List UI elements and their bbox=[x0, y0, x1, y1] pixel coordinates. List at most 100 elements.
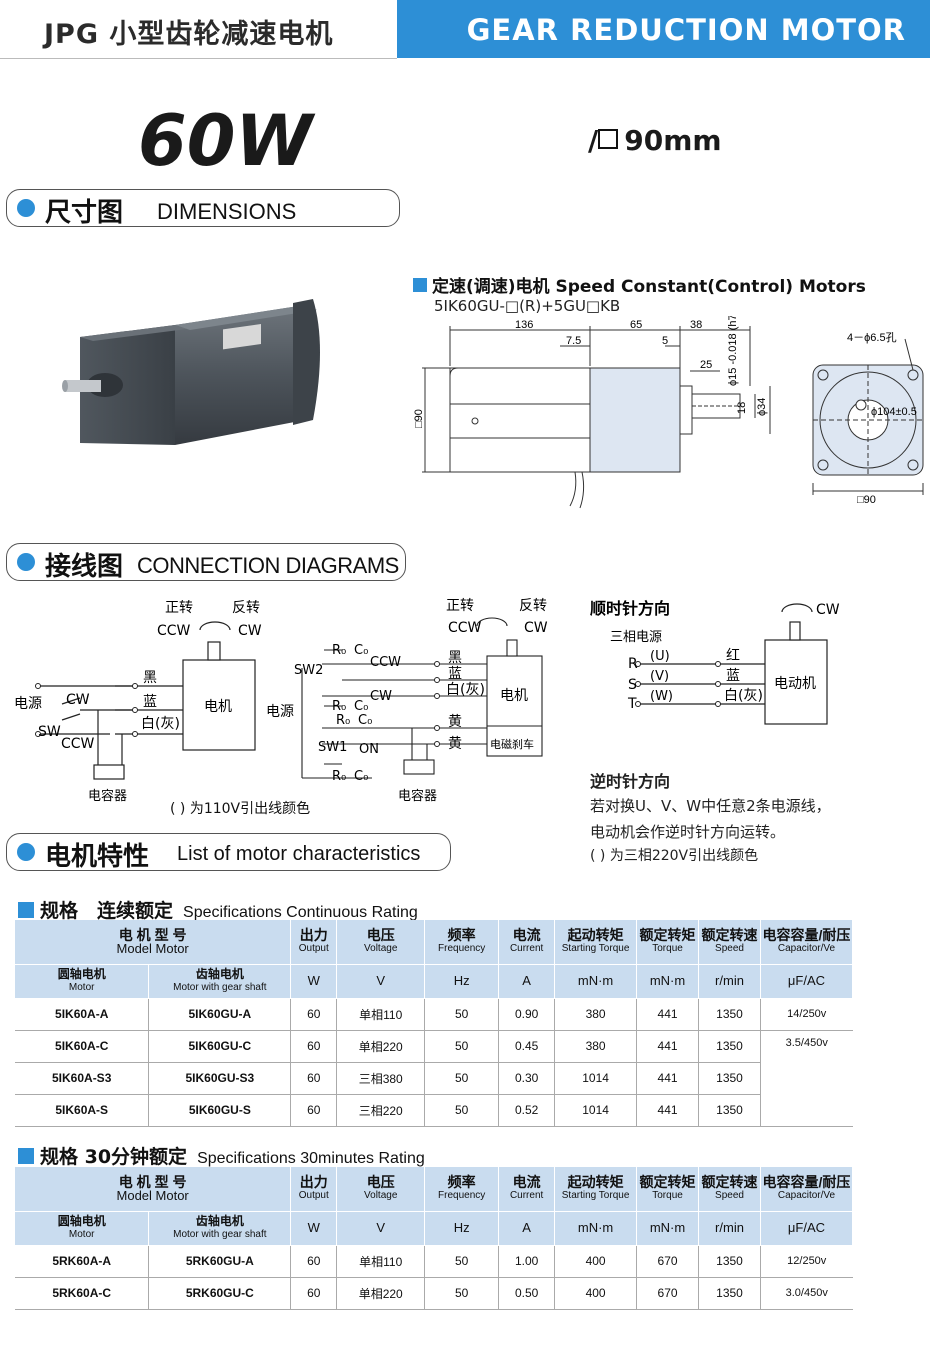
label-capacitor: 电容器 bbox=[398, 788, 437, 804]
cell-round-model: 5RK60A-C bbox=[15, 1277, 150, 1310]
th-round-shaft-zh: 圆轴电机 bbox=[57, 1214, 106, 1228]
wiring-diagram-three-phase: 顺时针方向 CW 三相电源 R S T (U) (V) (W) 红 蓝 白(灰)… bbox=[590, 599, 840, 725]
label-forward: 正转 bbox=[165, 600, 193, 616]
label-blue: 蓝 bbox=[143, 694, 157, 710]
cell-starting-torque: 400 bbox=[554, 1277, 638, 1310]
th-current-zh: 电流 bbox=[512, 1173, 541, 1190]
th-model-en: Model Motor bbox=[116, 1187, 189, 1203]
cell-rated-torque: 670 bbox=[636, 1245, 700, 1278]
label-ccw: CCW bbox=[448, 620, 482, 636]
cell-capacitor: 3.5/450v bbox=[785, 1036, 828, 1049]
th-output-en: Output bbox=[298, 1189, 329, 1201]
label-cw-switch: CW bbox=[66, 692, 90, 708]
th-gear-shaft-zh: 齿轴电机 bbox=[195, 1214, 244, 1228]
label-u: (U) bbox=[650, 649, 670, 664]
dim-18: 18 bbox=[736, 402, 748, 414]
label-s: S bbox=[628, 677, 637, 693]
cell-current: 0.30 bbox=[498, 1062, 556, 1095]
label-three-phase: 三相电源 bbox=[610, 630, 662, 645]
label-blue: 蓝 bbox=[726, 668, 740, 684]
cell-round-model: 5IK60A-C bbox=[15, 1030, 150, 1063]
label-w: (W) bbox=[650, 689, 673, 704]
square-icon bbox=[598, 129, 619, 149]
th-capacitor-zh: 电容容量/耐压 bbox=[762, 1173, 851, 1190]
power-rating: 60W bbox=[138, 100, 313, 182]
cell-starting-torque: 380 bbox=[554, 1030, 638, 1063]
dim-38: 38 bbox=[690, 319, 702, 331]
cell-gear-model: 5RK60GU-A bbox=[148, 1245, 292, 1278]
cell-rated-torque: 441 bbox=[636, 998, 700, 1031]
cell-frequency: 50 bbox=[424, 1094, 500, 1127]
table-title-zh: 规格 连续额定 bbox=[40, 900, 174, 922]
label-white-gray: 白(灰) bbox=[446, 682, 485, 698]
cell-rated-torque: 441 bbox=[636, 1094, 700, 1127]
label-r: R bbox=[628, 656, 638, 672]
cell-starting-torque: 1014 bbox=[554, 1062, 638, 1095]
th-output-en: Output bbox=[298, 942, 329, 954]
cell-voltage: 三相220 bbox=[336, 1094, 426, 1127]
cell-rated-speed: 1350 bbox=[698, 998, 761, 1031]
label-sw1: SW1 bbox=[318, 740, 347, 755]
th-rated-speed-en: Speed bbox=[715, 1189, 744, 1201]
label-cw: CW bbox=[238, 623, 262, 639]
label-black: 黑 bbox=[143, 670, 157, 686]
label-c0-b: C₀ bbox=[354, 699, 368, 714]
cell-frequency: 50 bbox=[424, 1030, 500, 1063]
cell-capacitor: 12/250v bbox=[760, 1245, 853, 1278]
th-model-en: Model Motor bbox=[116, 940, 189, 956]
table-row: 5RK60A-C 5RK60GU-C 60 单相220 50 0.50 400 … bbox=[15, 1277, 853, 1310]
dim-25: 25 bbox=[700, 359, 712, 371]
model-code: 5IK60GU-□(R)+5GU□KB bbox=[434, 297, 621, 315]
drawing-title-en: Speed Constant(Control) Motors bbox=[555, 277, 866, 297]
label-cw-direction: 顺时针方向 bbox=[590, 599, 670, 618]
th-starting-torque-en: Starting Torque bbox=[561, 942, 630, 954]
th-unit-current: A bbox=[498, 964, 556, 999]
label-reverse: 反转 bbox=[519, 598, 547, 614]
th-round-shaft-en: Motor bbox=[68, 1229, 95, 1240]
section-dimensions: 尺寸图 DIMENSIONS bbox=[6, 189, 400, 228]
cell-gear-model: 5IK60GU-S bbox=[148, 1094, 292, 1127]
dim-90-side: □90 bbox=[413, 409, 425, 428]
label-v: (V) bbox=[650, 669, 669, 684]
label-c0-c: C₀ bbox=[358, 713, 372, 728]
cell-capacitor bbox=[760, 1062, 852, 1094]
cell-rated-speed: 1350 bbox=[698, 1030, 761, 1063]
cell-current: 0.50 bbox=[498, 1277, 556, 1310]
th-rated-torque-en: Torque bbox=[652, 1189, 683, 1201]
cell-frequency: 50 bbox=[424, 1245, 500, 1278]
cell-frequency: 50 bbox=[424, 998, 500, 1031]
label-white-gray: 白(灰) bbox=[141, 716, 180, 732]
th-rated-torque-zh: 额定转矩 bbox=[639, 1173, 696, 1190]
cell-capacitor: 3.0/450v bbox=[760, 1277, 853, 1310]
label-ccw-switch: CCW bbox=[370, 655, 401, 670]
label-white-gray: 白(灰) bbox=[724, 688, 763, 704]
th-current-zh: 电流 bbox=[512, 926, 541, 943]
label-sw: SW bbox=[38, 724, 61, 740]
th-unit-voltage: V bbox=[336, 1211, 426, 1246]
section-title-zh: 尺寸图 bbox=[45, 198, 124, 228]
th-rated-torque-zh: 额定转矩 bbox=[639, 926, 696, 943]
th-unit-rated-speed: r/min bbox=[698, 1211, 761, 1246]
ccw-description-2: 电动机会作逆时针方向运转。 bbox=[590, 823, 786, 841]
label-ccw-switch: CCW bbox=[61, 736, 95, 752]
th-unit-current: A bbox=[498, 1211, 556, 1246]
cell-voltage: 单相110 bbox=[336, 998, 426, 1031]
cell-capacitor: 14/250v bbox=[760, 998, 853, 1031]
th-output-zh: 出力 bbox=[299, 926, 328, 943]
th-round-shaft-zh: 圆轴电机 bbox=[57, 967, 106, 981]
cell-gear-model: 5RK60GU-C bbox=[148, 1277, 292, 1310]
dim-90-front: □90 bbox=[857, 494, 876, 506]
section-title-en: DIMENSIONS bbox=[157, 199, 297, 224]
label-on: ON bbox=[359, 742, 379, 757]
label-motor: 电动机 bbox=[774, 676, 816, 692]
dim-7-5: 7.5 bbox=[566, 335, 581, 347]
cell-output: 60 bbox=[290, 1245, 338, 1278]
